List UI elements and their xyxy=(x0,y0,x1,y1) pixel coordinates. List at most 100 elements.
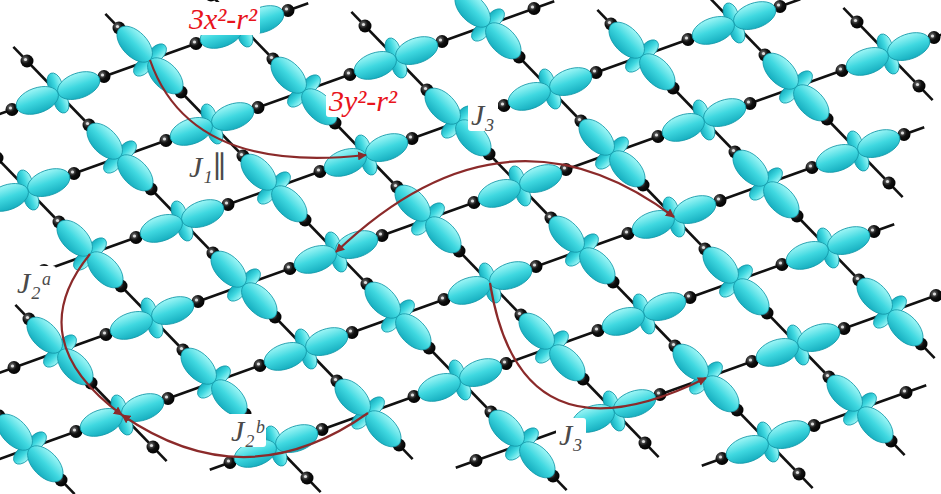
orbital xyxy=(352,270,443,362)
oxygen-highlight xyxy=(931,34,934,37)
orbital xyxy=(596,10,687,102)
oxygen-atom xyxy=(930,289,941,302)
oxygen-highlight xyxy=(441,296,444,299)
orbital-lobe xyxy=(688,11,738,49)
oxygen-highlight xyxy=(163,137,166,140)
oxygen-atom xyxy=(21,55,34,68)
oxygen-highlight xyxy=(9,106,12,109)
orbital-lobe xyxy=(820,369,869,418)
orbital-lobe xyxy=(418,82,467,131)
oxygen-highlight xyxy=(394,184,397,187)
oxygen-highlight xyxy=(439,38,442,41)
oxygen-highlight xyxy=(796,471,799,474)
orbital xyxy=(411,345,508,414)
oxygen-highlight xyxy=(732,149,735,152)
oxygen-highlight xyxy=(257,362,260,365)
orbital xyxy=(750,41,841,133)
orbital-lobe xyxy=(812,139,862,177)
orbital-lobe xyxy=(752,333,802,371)
oxygen-highlight xyxy=(811,422,814,425)
orbital xyxy=(814,363,905,455)
oxygen-highlight xyxy=(779,261,782,264)
oxygen-highlight xyxy=(871,228,874,231)
orbital-lobe xyxy=(0,408,39,457)
orbital-lobe xyxy=(136,209,186,247)
oxygen-highlight xyxy=(854,19,857,22)
orbital-label: 3x²-r² xyxy=(186,2,260,35)
oxygen-highlight xyxy=(150,444,153,447)
orbital xyxy=(779,213,876,282)
orbital-lobe xyxy=(700,93,750,131)
orbital xyxy=(844,266,935,358)
oxygen-highlight xyxy=(56,219,59,222)
oxygen-highlight xyxy=(839,67,842,70)
orbital-lobe xyxy=(628,205,678,243)
oxygen-highlight xyxy=(103,331,106,334)
oxygen-highlight xyxy=(227,459,230,462)
oxygen-atom xyxy=(470,454,483,467)
oxygen-atom xyxy=(793,468,806,481)
oxygen-atom xyxy=(359,20,372,33)
oxygen-highlight xyxy=(777,3,780,6)
oxygen-atom xyxy=(851,16,864,29)
oxygen-highlight xyxy=(702,246,705,249)
oxygen-highlight xyxy=(165,395,168,398)
orbital-lobe xyxy=(854,124,904,162)
coupling-label: J₂ᵃ xyxy=(14,266,56,299)
oxygen-highlight xyxy=(409,135,412,138)
oxygen-highlight xyxy=(285,7,288,10)
oxygen-highlight xyxy=(133,234,136,237)
oxygen-highlight xyxy=(563,166,566,169)
orbital xyxy=(839,19,936,88)
orbital xyxy=(501,54,598,123)
oxygen-highlight xyxy=(379,232,382,235)
oxygen-highlight xyxy=(347,71,350,74)
orbital-lobe xyxy=(0,178,32,216)
orbital-lobe xyxy=(722,430,772,468)
oxygen-highlight xyxy=(287,265,290,268)
orbital-lobe xyxy=(118,388,168,426)
oxygen-atom xyxy=(8,361,21,374)
orbital xyxy=(133,186,230,255)
orbital-lobe xyxy=(572,113,621,162)
orbital-lobe xyxy=(448,0,497,34)
oxygen-highlight xyxy=(101,73,104,76)
orbital-lobe xyxy=(516,159,566,197)
oxygen-highlight xyxy=(655,133,658,136)
orbital-lobe xyxy=(272,419,322,457)
orbital-label: 3y²-r² xyxy=(326,84,400,117)
orbital-lobe xyxy=(512,307,561,356)
orbital-lobe xyxy=(290,240,340,278)
orbital-lobe xyxy=(884,27,934,65)
orbital xyxy=(442,0,533,71)
coupling-label: J₃ xyxy=(556,418,586,451)
oxygen-highlight xyxy=(11,364,14,367)
orbital xyxy=(720,138,811,230)
oxygen-highlight xyxy=(116,25,119,28)
oxygen-highlight xyxy=(26,316,29,319)
orbital-lobe xyxy=(362,128,412,166)
orbital-lobe xyxy=(24,163,74,201)
orbital-lobe xyxy=(50,214,99,263)
oxygen-highlight xyxy=(501,102,504,105)
exchange-arrow xyxy=(122,413,368,457)
orbital-lobe xyxy=(414,368,464,406)
orbital xyxy=(412,76,503,168)
oxygen-highlight xyxy=(193,40,196,43)
oxygen-highlight xyxy=(657,391,660,394)
oxygen-highlight xyxy=(531,5,534,8)
orbital-lobe xyxy=(482,404,531,453)
orbital-lobe xyxy=(850,272,899,321)
oxygen-highlight xyxy=(593,69,596,72)
orbital-lobe xyxy=(80,117,129,166)
oxygen-highlight xyxy=(642,440,645,443)
orbital xyxy=(476,398,567,490)
coupling-label: J₁∥ xyxy=(186,150,230,183)
orbital xyxy=(74,111,165,203)
oxygen-highlight xyxy=(411,393,414,396)
oxygen-highlight xyxy=(86,122,89,125)
orbital-lobe xyxy=(444,271,494,309)
orbital xyxy=(690,235,781,327)
